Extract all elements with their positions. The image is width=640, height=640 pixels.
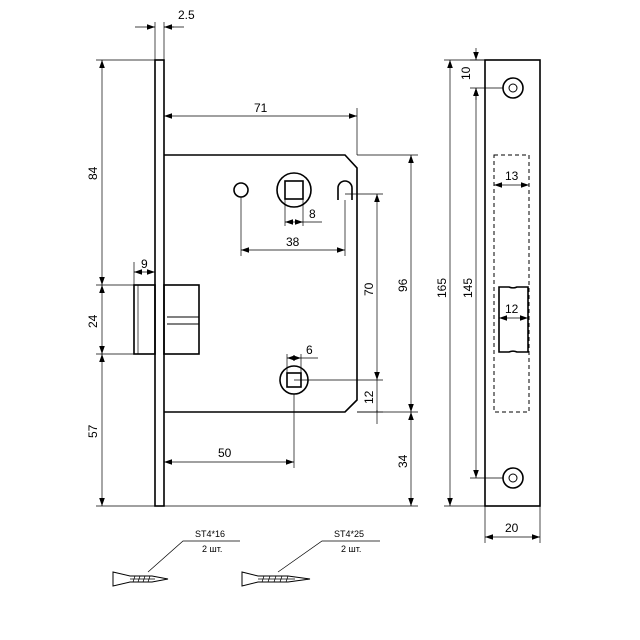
dim-key-offset: 12 <box>362 390 376 404</box>
dim-latch-height: 24 <box>86 314 100 328</box>
lock-case <box>164 154 358 413</box>
dim-handle-offset: 38 <box>286 235 300 249</box>
top-screw-hole <box>502 77 524 99</box>
dim-screw-spacing: 145 <box>461 278 475 298</box>
case-screw-hole <box>233 182 249 198</box>
dim-top-to-spindle: 84 <box>86 166 100 180</box>
dead-bolt <box>163 284 200 355</box>
dim-bottom-margin: 34 <box>396 454 410 468</box>
faceplate-front <box>484 59 541 507</box>
faceplate-front-view: 10 165 145 13 12 20 <box>435 48 541 543</box>
lock-body-view: 2.5 71 84 24 57 9 8 38 70 <box>86 8 418 507</box>
dim-strike-lower: 12 <box>505 302 519 316</box>
dim-screw-offset: 10 <box>459 66 473 80</box>
screw-long: ST4*25 2 шт. <box>241 529 380 587</box>
dim-case-height: 96 <box>396 278 410 292</box>
handle-spindle <box>276 172 312 208</box>
screw-long-qty: 2 шт. <box>341 544 361 554</box>
dim-latch-width: 9 <box>141 257 148 271</box>
dim-handle-square: 8 <box>309 207 316 221</box>
latch-bolt <box>133 284 156 355</box>
dim-key-square: 6 <box>306 343 313 357</box>
screw-short-qty: 2 шт. <box>202 544 222 554</box>
bottom-screw-hole <box>502 467 524 489</box>
dim-backset: 71 <box>254 101 268 115</box>
screw-long-type: ST4*25 <box>334 529 364 539</box>
dim-bottom-to-latch: 57 <box>86 424 100 438</box>
bolt-opening-outline <box>493 154 530 413</box>
dim-handle-to-key: 70 <box>362 282 376 296</box>
dim-plate-width: 20 <box>505 521 519 535</box>
dim-strike-width: 13 <box>505 169 519 183</box>
faceplate <box>154 59 165 507</box>
dim-plate-length: 165 <box>435 278 449 298</box>
screw-short: ST4*16 2 шт. <box>112 529 240 587</box>
screw-short-type: ST4*16 <box>195 529 225 539</box>
dim-key-from-front: 50 <box>218 446 232 460</box>
dim-faceplate-thickness: 2.5 <box>178 8 195 22</box>
latch-opening <box>498 286 529 353</box>
spindle-slot <box>337 180 353 200</box>
